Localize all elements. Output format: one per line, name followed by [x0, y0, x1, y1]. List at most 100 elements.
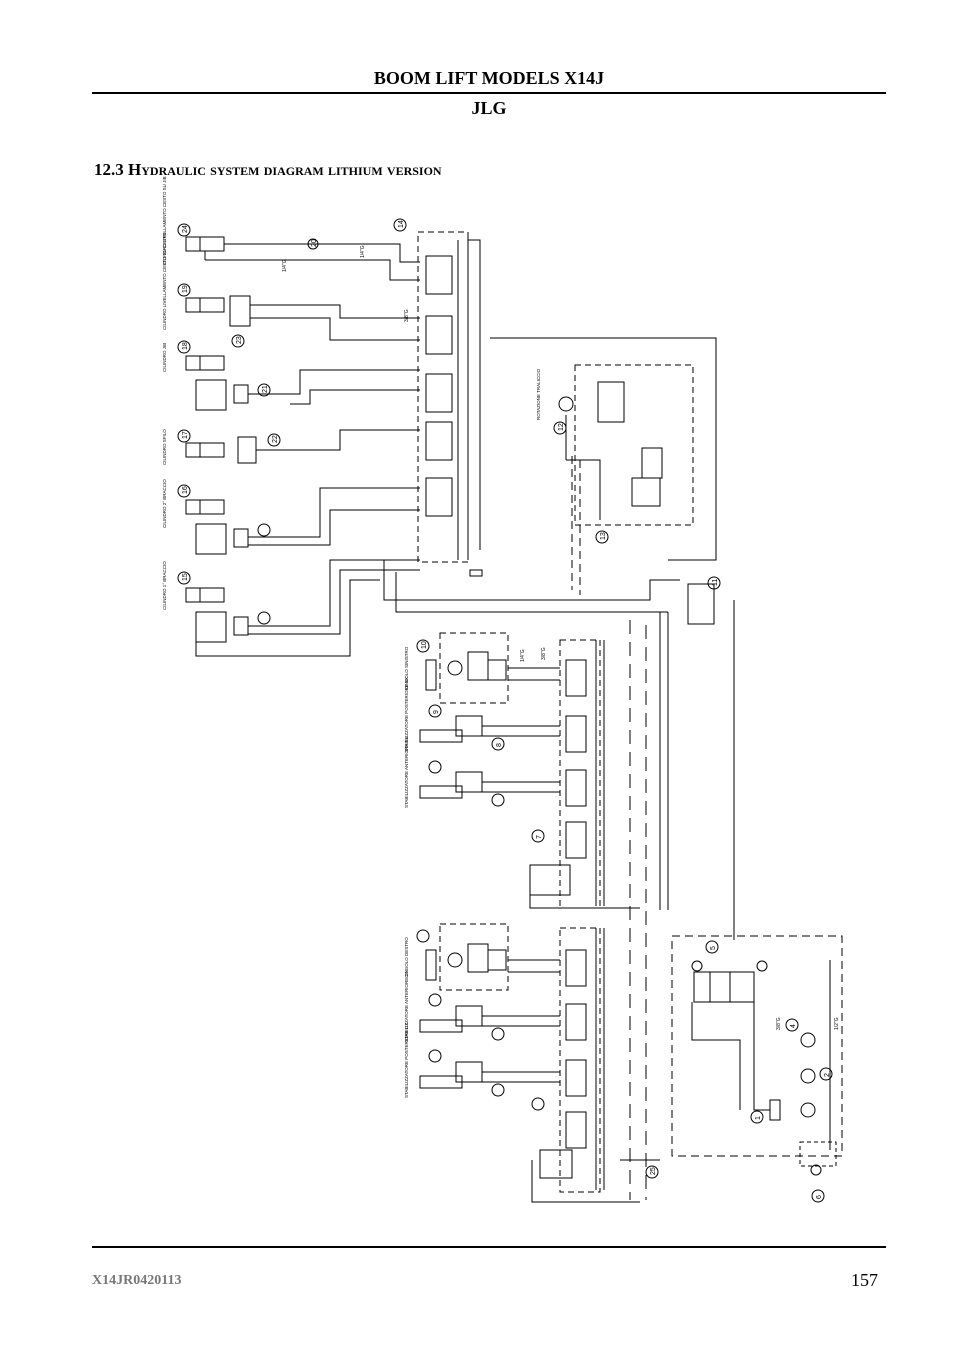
- power-unit: [620, 935, 843, 1203]
- callout-1: [750, 1110, 764, 1124]
- callout-9c: [428, 993, 442, 1007]
- callout-10b: [416, 929, 430, 943]
- callout-numbers: 24 19 18 17 16 15 14 13 12 11 10 9 8 7 6…: [182, 220, 831, 1199]
- brand-name: JLG: [471, 98, 507, 118]
- svg-text:21: 21: [262, 385, 269, 393]
- callout-15: [177, 571, 191, 585]
- svg-text:4: 4: [790, 1024, 797, 1028]
- svg-text:23: 23: [236, 336, 243, 344]
- document-title: BOOM LIFT MODELS X14J: [373, 68, 605, 88]
- svg-text:13: 13: [600, 532, 607, 540]
- svg-text:15: 15: [182, 573, 189, 581]
- svg-text:1/2"G: 1/2"G: [834, 1017, 840, 1030]
- svg-text:24: 24: [182, 225, 189, 233]
- cylinder-basket-level: [177, 283, 310, 348]
- footer-rule: [92, 1246, 886, 1248]
- svg-text:10: 10: [421, 641, 428, 649]
- callout-24: [177, 223, 191, 237]
- header-rule: [92, 92, 886, 94]
- callout-12: [553, 421, 567, 435]
- svg-text:22: 22: [272, 435, 279, 443]
- component-labels: CILINDRO LIVELLAMENTO CESTO SU JIB CILIN…: [162, 176, 541, 1098]
- svg-text:ROTAZIONE TRALICCIO: ROTAZIONE TRALICCIO: [536, 368, 541, 420]
- svg-text:3/8"G: 3/8"G: [776, 1017, 782, 1030]
- callout-11: [707, 576, 721, 590]
- svg-text:CINGOLO SINISTRO: CINGOLO SINISTRO: [404, 646, 409, 690]
- callout-10a: [416, 639, 430, 653]
- callout-18: [177, 340, 191, 354]
- callout-9d: [428, 1049, 442, 1063]
- svg-text:1/4"G: 1/4"G: [282, 259, 288, 272]
- svg-text:CINGOLO DESTRO: CINGOLO DESTRO: [404, 937, 409, 978]
- svg-text:CILINDRO 2° BRACCIO: CILINDRO 2° BRACCIO: [162, 479, 167, 528]
- callout-7b: [531, 1097, 545, 1111]
- callout-8c: [491, 1027, 505, 1041]
- callout-13: [595, 530, 609, 544]
- svg-text:STABILIZZATORE ANTERIORE SX: STABILIZZATORE ANTERIORE SX: [404, 736, 409, 808]
- svg-text:5: 5: [710, 946, 717, 950]
- callout-22: [267, 433, 281, 447]
- callout-8b: [491, 793, 505, 807]
- svg-text:STABILIZZATORE ANTERIORE DX: STABILIZZATORE ANTERIORE DX: [404, 970, 409, 1042]
- callout-21b: [257, 523, 271, 537]
- svg-text:9: 9: [433, 710, 440, 714]
- callout-21a: [257, 383, 271, 397]
- svg-text:STABILIZZATORE POSTERIORE DX: STABILIZZATORE POSTERIORE DX: [404, 1023, 409, 1098]
- svg-text:CILINDRO 1° BRACCIO: CILINDRO 1° BRACCIO: [162, 561, 167, 610]
- cylinder-arm1: [177, 571, 271, 643]
- section-heading: 12.3 Hydraulic system diagram lithium ve…: [94, 160, 442, 180]
- page-header: BOOM LIFT MODELS X14J JLG: [92, 66, 886, 120]
- lower-block: [416, 923, 640, 1203]
- svg-text:19: 19: [182, 285, 189, 293]
- svg-text:1: 1: [755, 1116, 762, 1120]
- svg-text:16: 16: [182, 486, 189, 494]
- svg-text:17: 17: [182, 431, 189, 439]
- document-code: X14JR0420113: [92, 1273, 182, 1288]
- svg-text:25: 25: [650, 1167, 657, 1175]
- callout-8d: [491, 1083, 505, 1097]
- callout-23: [231, 334, 245, 348]
- callout-2: [819, 1067, 833, 1081]
- svg-text:CILINDRO LIVELLAMENTO CESTO SU: CILINDRO LIVELLAMENTO CESTO SU JIB: [162, 176, 167, 265]
- hose-labels: 1/4"G 1/4"G 3/8"G 1/4"G 3/8"G 3/8"G 1/2"…: [282, 245, 840, 1030]
- callout-6: [811, 1189, 825, 1203]
- section-number: 12.3: [94, 160, 124, 179]
- distribution-lines: [383, 456, 735, 1200]
- callout-8a: [491, 737, 505, 751]
- cylinder-jib: [177, 340, 290, 411]
- cylinder-arm2: [177, 484, 271, 555]
- upper-valve-bank: [417, 231, 481, 563]
- middle-block: [416, 632, 640, 909]
- callout-20: [307, 238, 319, 250]
- svg-text:20: 20: [311, 239, 318, 247]
- callout-17: [177, 429, 191, 443]
- svg-text:6: 6: [816, 1195, 823, 1199]
- page-number: 157: [851, 1270, 878, 1290]
- upper-piping: [195, 218, 420, 657]
- svg-text:14: 14: [398, 220, 405, 228]
- svg-text:CILINDRO LIVELLAMENTO CESTO SU: CILINDRO LIVELLAMENTO CESTO SU CESTO: [162, 232, 167, 330]
- cylinder-telescope: [177, 429, 310, 464]
- svg-text:3/8"G: 3/8"G: [541, 647, 547, 660]
- svg-text:CILINDRO SFILO: CILINDRO SFILO: [162, 429, 167, 465]
- callout-16: [177, 484, 191, 498]
- callout-25: [645, 1165, 659, 1179]
- svg-text:1/4"G: 1/4"G: [360, 245, 366, 258]
- callout-14: [393, 218, 407, 232]
- callout-4: [785, 1018, 799, 1032]
- svg-text:12: 12: [558, 423, 565, 431]
- svg-text:3/8"G: 3/8"G: [404, 309, 410, 322]
- callout-7a: [531, 829, 545, 843]
- cylinder-column: [177, 223, 318, 643]
- svg-text:1/4"G: 1/4"G: [520, 649, 526, 662]
- turret-rotation-circuit: [490, 337, 717, 561]
- callout-9b: [428, 760, 442, 774]
- svg-text:2: 2: [824, 1073, 831, 1077]
- svg-text:8: 8: [496, 743, 503, 747]
- callout-21c: [257, 611, 271, 625]
- svg-text:STABILIZZATORE POSTERIORE SX: STABILIZZATORE POSTERIORE SX: [404, 677, 409, 752]
- svg-text:7: 7: [536, 835, 543, 839]
- cylinder-jib-level: [177, 223, 318, 261]
- callout-9a: [428, 704, 442, 718]
